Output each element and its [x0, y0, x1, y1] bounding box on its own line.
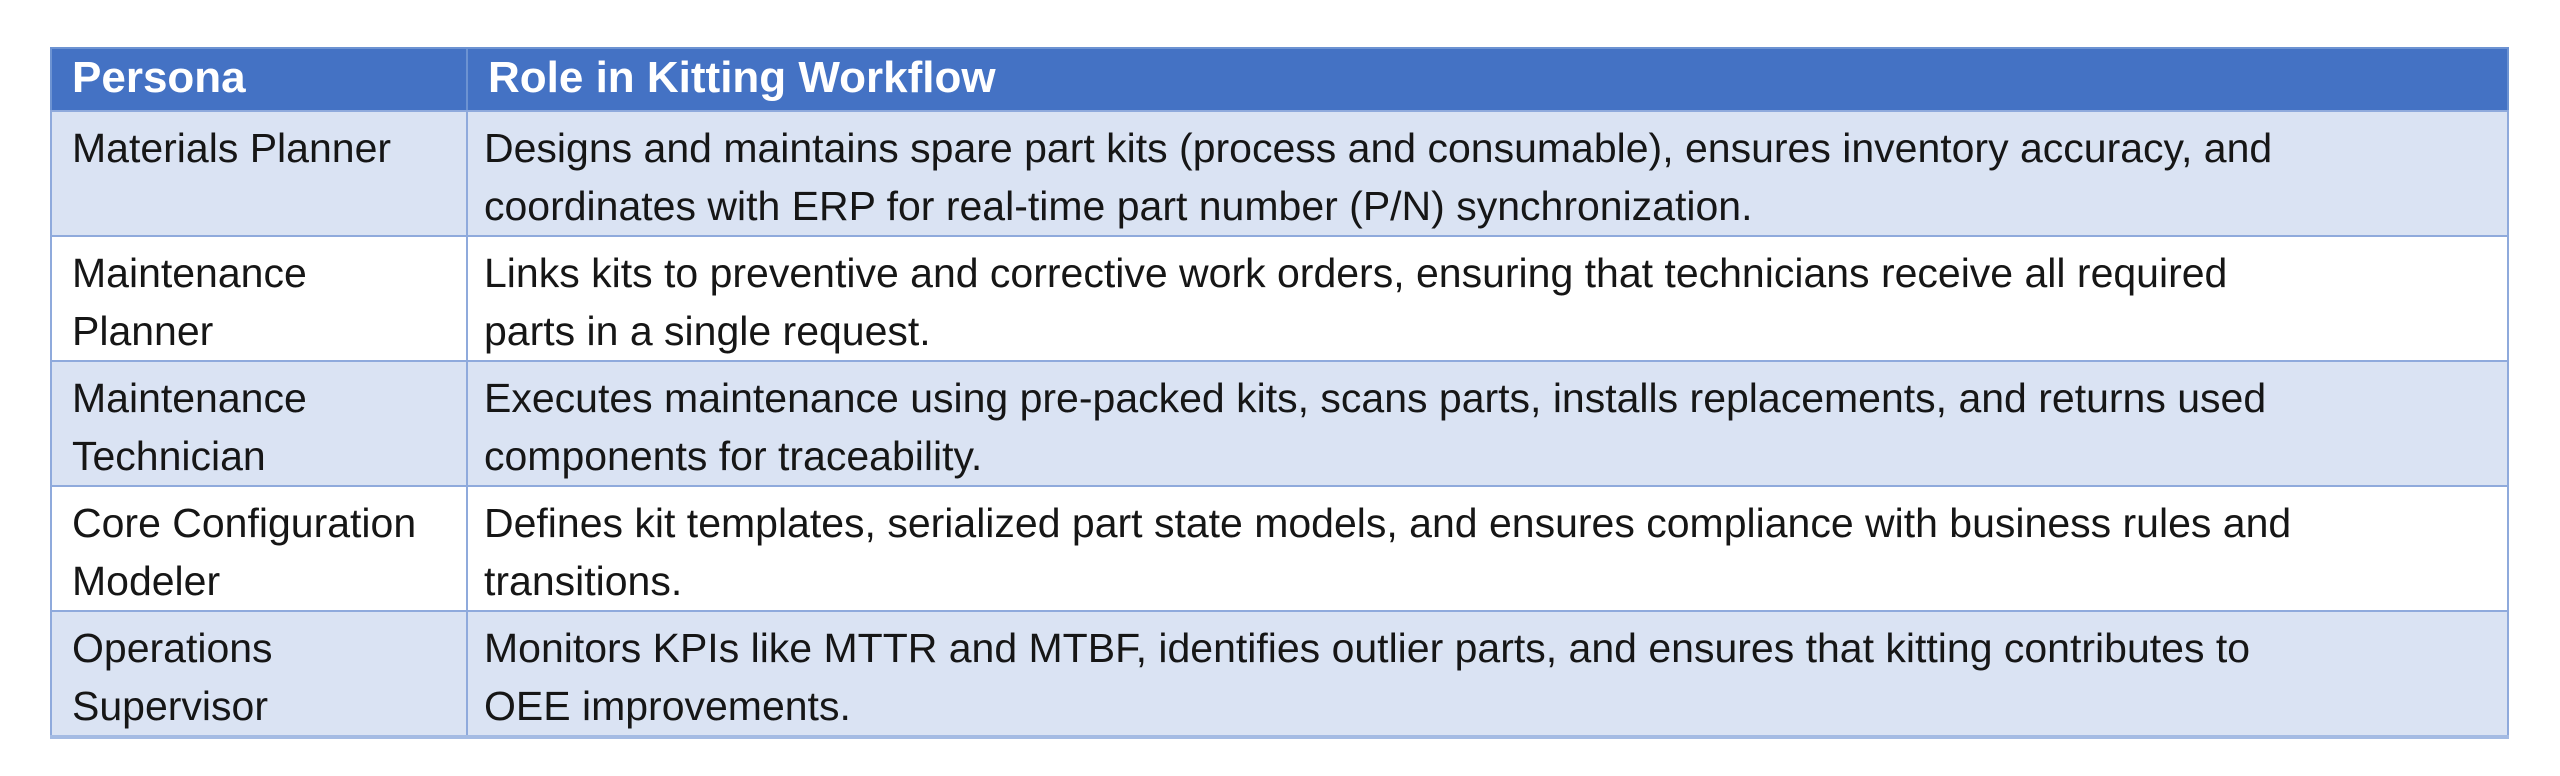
header-row: Persona Role in Kitting Workflow — [50, 47, 2509, 112]
persona-cell: Maintenance Technician — [50, 360, 468, 487]
table-row-maintenance-technician: Maintenance Technician Executes maintena… — [50, 360, 2509, 487]
header-cell-role: Role in Kitting Workflow — [466, 47, 2509, 112]
persona-cell: Operations Supervisor — [50, 610, 468, 739]
table-row-operations-supervisor: Operations Supervisor Monitors KPIs like… — [50, 610, 2509, 739]
role-cell: Executes maintenance using pre-packed ki… — [466, 360, 2509, 487]
table-row-materials-planner: Materials Planner Designs and maintains … — [50, 110, 2509, 237]
table-row-core-configuration-modeler: Core Configuration Modeler Defines kit t… — [50, 485, 2509, 612]
persona-cell: Maintenance Planner — [50, 235, 468, 362]
persona-cell: Materials Planner — [50, 110, 468, 237]
role-cell: Defines kit templates, serialized part s… — [466, 485, 2509, 612]
role-cell: Monitors KPIs like MTTR and MTBF, identi… — [466, 610, 2509, 739]
persona-cell: Core Configuration Modeler — [50, 485, 468, 612]
header-cell-persona: Persona — [50, 47, 468, 112]
persona-roles-table: Persona Role in Kitting Workflow Materia… — [50, 47, 2509, 739]
role-cell: Designs and maintains spare part kits (p… — [466, 110, 2509, 237]
role-cell: Links kits to preventive and corrective … — [466, 235, 2509, 362]
table-row-maintenance-planner: Maintenance Planner Links kits to preven… — [50, 235, 2509, 362]
